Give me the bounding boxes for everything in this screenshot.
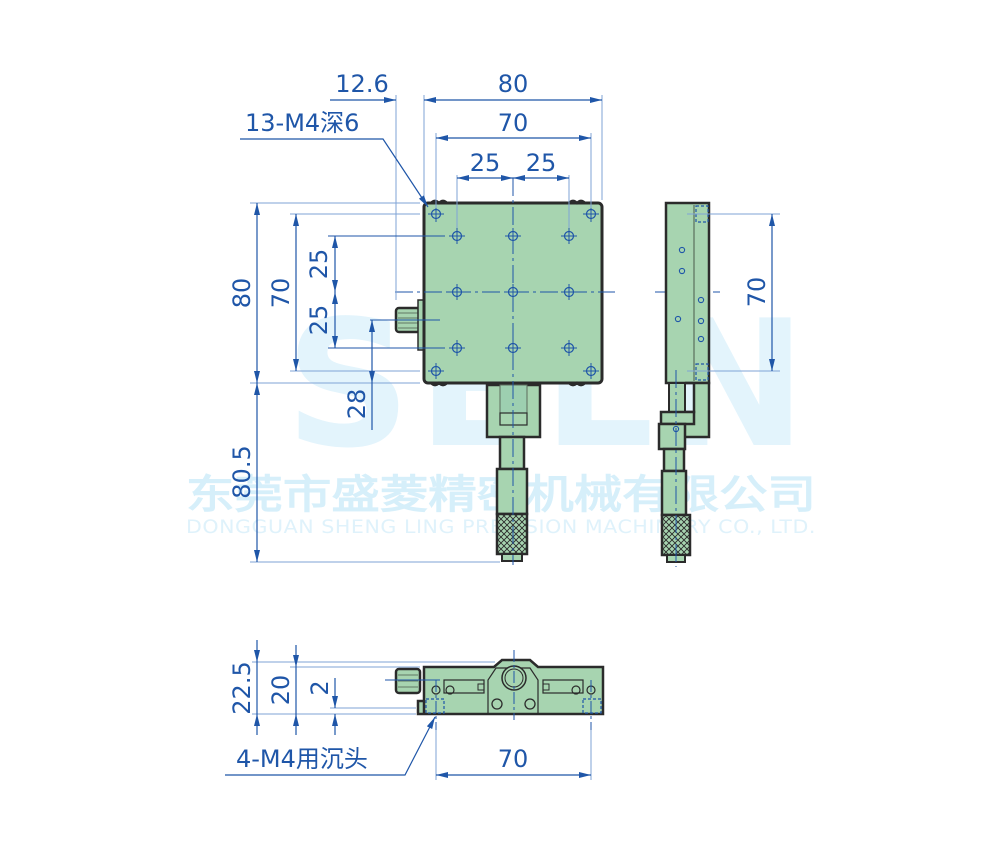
dim-micrometer-length: 80.5 [228, 445, 256, 498]
dim-front-hole-pitch: 70 [498, 745, 529, 773]
dim-hole-pitch-y: 70 [267, 278, 295, 309]
dim-knob-offset: 28 [343, 389, 371, 420]
side-stage-body [664, 201, 711, 385]
front-view: 22.5 20 2 70 4-M4用沉头 [225, 640, 605, 780]
callout-counterbore-holes: 4-M4用沉头 [236, 745, 368, 773]
dim-spacing-top: 25 [305, 249, 333, 280]
dim-body-height: 20 [267, 675, 295, 706]
dim-overall-width: 80 [498, 70, 529, 98]
dim-spacing-right: 25 [526, 149, 557, 177]
dim-hole-pitch-x: 70 [498, 109, 529, 137]
dim-spacing-bottom: 25 [305, 305, 333, 336]
dim-micrometer-offset: 12.6 [335, 70, 388, 98]
dim-step: 2 [306, 680, 334, 695]
side-knob [394, 299, 427, 351]
dim-overall-height: 80 [228, 278, 256, 309]
dim-side-hole-pitch: 70 [743, 277, 771, 308]
dim-total-height: 22.5 [228, 661, 256, 714]
callout-tapped-holes: 13-M4深6 [245, 109, 359, 137]
dim-spacing-left: 25 [470, 149, 501, 177]
top-view: 12.6 80 70 25 25 13-M4深6 80 70 25 25 28 … [228, 70, 720, 565]
side-view: 70 [657, 201, 780, 567]
